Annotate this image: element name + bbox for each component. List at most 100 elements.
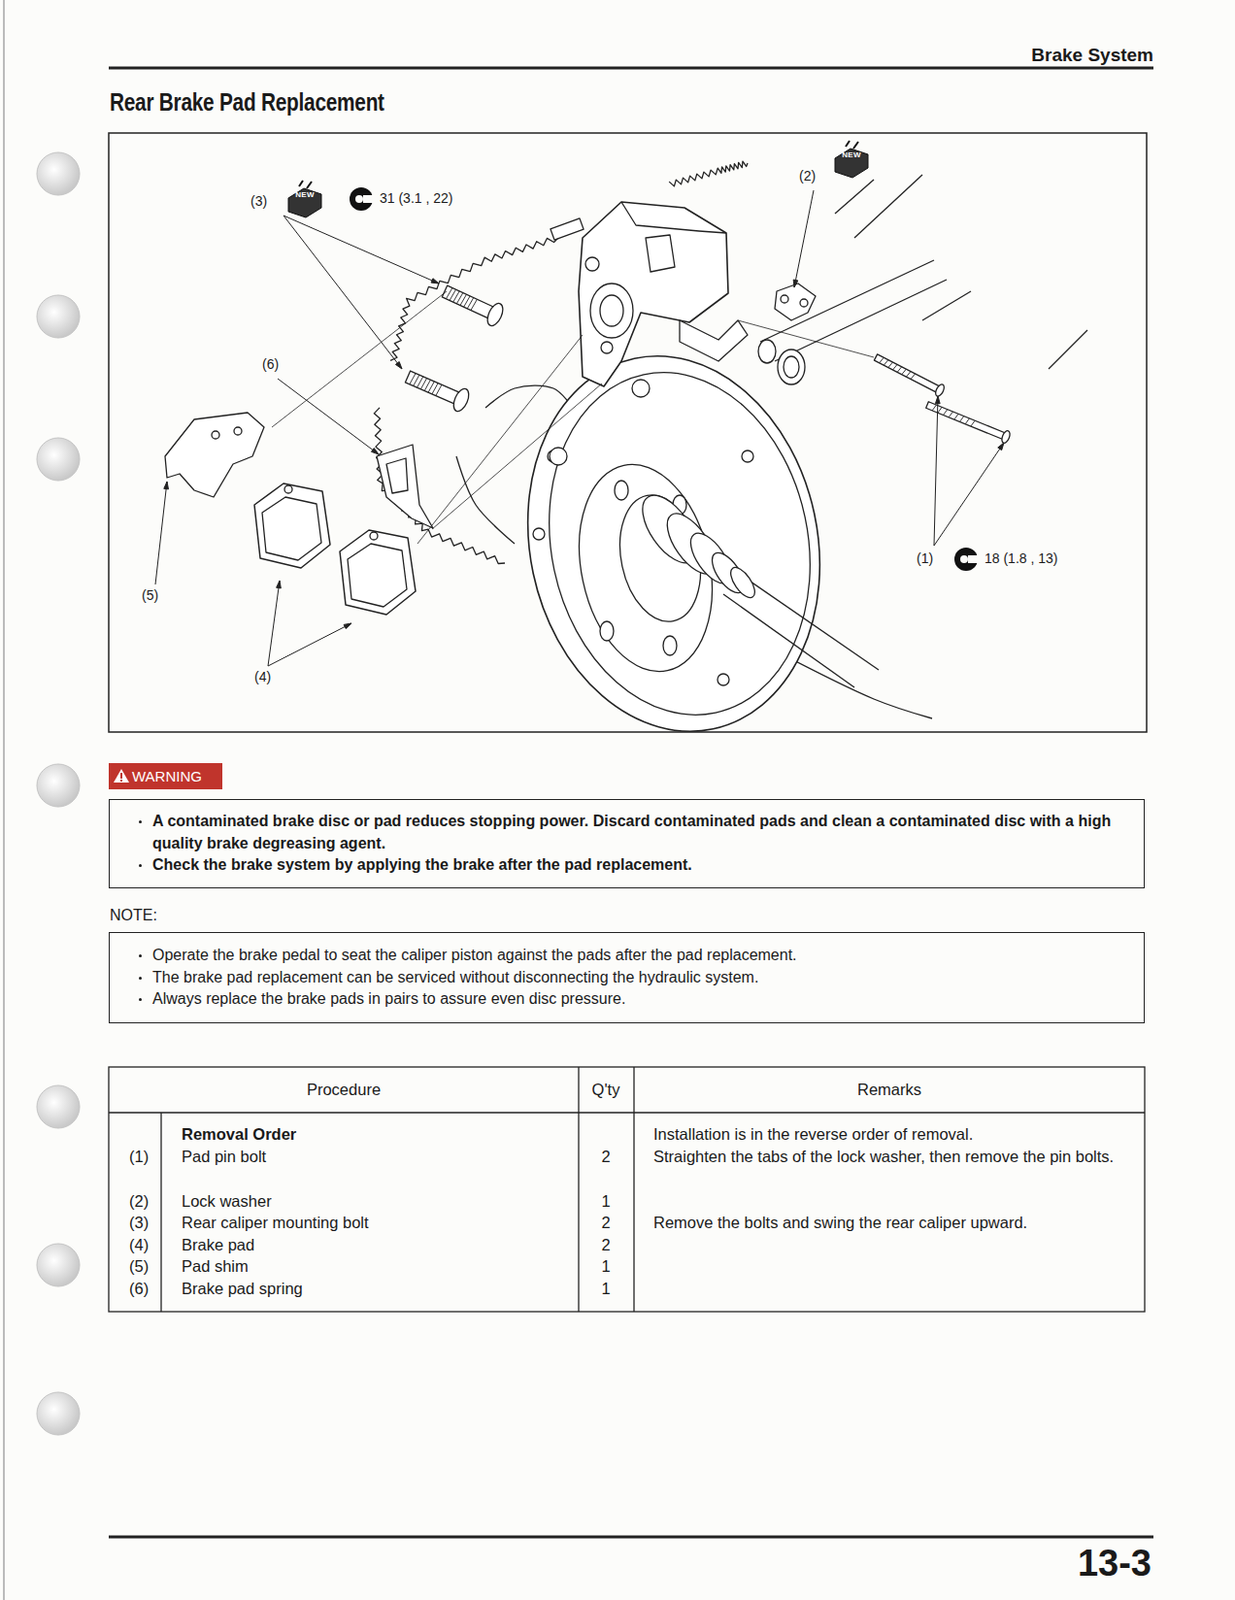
brake-pad (339, 530, 416, 615)
warning-badge: WARNING (108, 763, 223, 790)
callout-number: (2) (799, 166, 816, 187)
leader-arrowhead (934, 396, 940, 404)
torque-value: 18 (1.8 , 13) (984, 549, 1059, 569)
housing-line (485, 385, 573, 408)
callout-number: (5) (141, 586, 159, 606)
pad-pin-bolt-thread (883, 360, 889, 367)
table-cell: 1 (600, 1277, 610, 1301)
caliper-hole (585, 257, 600, 271)
table-cell: Removal Order (181, 1123, 297, 1146)
running-header: Brake System (1031, 42, 1154, 69)
pad-shim-hole (211, 431, 220, 439)
frame-outline (668, 161, 748, 187)
torque-icon (355, 195, 364, 203)
caliper-piston (590, 283, 634, 338)
frame-line (922, 291, 971, 321)
torque-icon (954, 547, 978, 571)
leader-arrowhead (370, 448, 379, 455)
leader-arrowhead (164, 481, 169, 490)
table-header: Remarks (857, 1078, 922, 1102)
binder-hole (36, 295, 80, 338)
axle-shaft (723, 594, 855, 688)
torque-value: 31 (3.1 , 22) (379, 189, 454, 209)
footer-rule (108, 1535, 1154, 1539)
leader-line (934, 396, 938, 546)
housing-line (456, 456, 515, 544)
pad-pin-bolt-thread (948, 411, 953, 418)
table-cell: (4) (129, 1234, 149, 1257)
note-text: The brake pad replacement can be service… (134, 967, 1133, 990)
table-header: Procedure (306, 1078, 381, 1102)
pad-pin-bolt-thread (901, 368, 907, 375)
table-rule (160, 1112, 162, 1312)
table-cell: 2 (600, 1234, 610, 1257)
note-text: A contaminated brake disc or pad reduces… (134, 810, 1133, 855)
callout-number: (6) (262, 355, 279, 375)
page-edge (2, 0, 5, 1600)
table-border (108, 1067, 1145, 1312)
leader-line (283, 215, 402, 369)
callout-number: (4) (254, 667, 271, 688)
disc-bolt (533, 528, 545, 540)
leader-line (267, 623, 352, 667)
warning-triangle (113, 768, 130, 783)
assembly-line (271, 291, 447, 428)
caliper-mounting-bolt-head (484, 300, 506, 329)
leader-line (934, 442, 1004, 546)
table-cell: 2 (600, 1211, 610, 1235)
table-cell: 1 (600, 1190, 610, 1213)
caliper-mounting-bolt-thread (435, 384, 442, 396)
table-cell: (5) (129, 1255, 149, 1278)
pad-pin-bolt-thread (970, 420, 975, 427)
new-part-icon (288, 188, 322, 218)
caliper-mounting-bolt-head (450, 386, 472, 414)
leader-line (267, 580, 280, 667)
axle-seal (783, 356, 800, 378)
brake-disc-edge (518, 347, 841, 739)
leader-arrowhead (998, 442, 1004, 451)
leader-line (277, 378, 379, 455)
binder-hole (36, 1085, 80, 1129)
torque-icon (349, 187, 373, 211)
frame-line (834, 179, 874, 214)
page-number: 13-3 (1077, 1537, 1152, 1590)
pad-pin-bolt-head (934, 382, 946, 398)
callout-number: (1) (916, 549, 934, 569)
pad-pin-bolt-thread (937, 406, 942, 413)
table-cell: Installation is in the reverse order of … (653, 1123, 973, 1146)
leader-line (155, 481, 167, 585)
pad-pin-bolt-thread (942, 409, 947, 416)
bleeder-valve (550, 218, 584, 240)
header-rule (108, 66, 1154, 70)
new-part-icon (299, 180, 312, 189)
pad-pin-bolt (926, 401, 1008, 440)
pad-pin-bolt-thread (888, 362, 894, 368)
table-cell: (2) (129, 1190, 149, 1213)
caliper-mounting-bolt-thread (470, 299, 477, 310)
binder-hole (36, 764, 80, 807)
leader-arrowhead (276, 580, 282, 589)
tube-end (758, 339, 776, 364)
hub-hole (614, 480, 629, 501)
table-cell: Brake pad (181, 1234, 255, 1257)
pad-pin-bolt-thread (905, 371, 911, 378)
torque-icon (363, 195, 374, 203)
new-part-icon (845, 140, 859, 149)
leader-line (794, 190, 814, 288)
lock-washer-hole (800, 299, 808, 307)
pad-pin-bolt-thread (897, 367, 902, 373)
table-cell: 1 (600, 1255, 610, 1278)
table-cell: Brake pad spring (181, 1277, 303, 1301)
tube (774, 279, 947, 362)
brake-illustration (165, 161, 1088, 759)
table-cell: (6) (129, 1277, 149, 1301)
bracket-boss (632, 379, 650, 398)
leader-lines (155, 190, 1004, 667)
brake-pad-spring (376, 444, 434, 529)
assembly-line (432, 383, 602, 530)
caliper-hole (600, 341, 613, 354)
pad-pin-bolt-thread (910, 373, 916, 380)
new-part-mark: NEW (295, 190, 315, 201)
table-cell: Rear caliper mounting bolt (181, 1211, 369, 1235)
warning-triangle (120, 772, 123, 779)
